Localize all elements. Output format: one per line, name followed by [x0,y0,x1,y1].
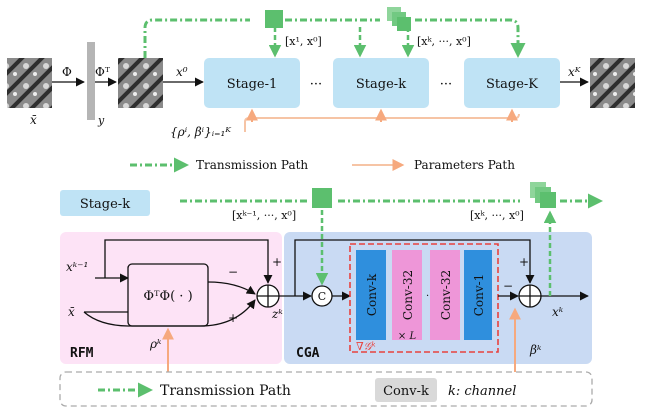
legend-conv-swatch [375,378,437,402]
beta-label: βᵏ [529,343,542,357]
phi-label: Φ [62,65,72,79]
cga-label: CGA [296,346,320,361]
legend-channel-text: k: channel [448,384,516,399]
stage-k-label: Stage-k [356,77,406,92]
rho-beta-label: {ρⁱ, βⁱ}ᵢ₌₁ᴷ [170,125,232,139]
plus-2: + [519,255,529,269]
next-feat-label: [xᵏ, ···, x⁰] [470,209,524,222]
concat-label: C [318,290,326,303]
stage-k-tag-label: Stage-k [80,197,130,212]
minus-1: − [228,265,238,279]
x-prev-label: xᵏ⁻¹ [66,260,88,274]
conv-32-label-b: Conv-32 [439,270,453,320]
conv-k-label: Conv-k [365,273,379,316]
xk-label: xᵏ [552,305,564,319]
bottom-feature-in [312,188,332,208]
conv-1-block [464,250,492,340]
minus-path [207,281,256,295]
bottom-legend-box [59,371,593,407]
conv-k-block [356,250,386,340]
minus-2: − [503,279,513,293]
z-label: zᵏ [271,307,283,321]
skip-path-cga [294,239,535,296]
legend-b-trans-text: Transmission Path [160,383,291,399]
skip-path-rfm [104,239,273,284]
gradient-box [349,243,499,353]
x0-label: x⁰ [176,65,188,79]
conv-1-label: Conv-1 [472,274,486,317]
conv-32-block-a [392,250,422,340]
x-bar-label: x̄ [30,113,37,127]
rfm-label: RFM [70,346,94,361]
measurement-bar [87,42,95,120]
plus-top: + [272,255,282,269]
xK-label: xᴷ [568,65,582,79]
conv-32-block-b [430,250,460,340]
x1x0-label: [x¹, x⁰] [285,35,322,48]
feature-stack-c [397,17,411,31]
prev-feat-label: [xᵏ⁻¹, ···, x⁰] [232,209,296,222]
stage-K-box [464,58,560,108]
trans-path-top-1 [143,18,250,58]
bottom-stack-c [540,192,556,208]
plus-1: + [228,311,238,325]
trans-path-top-3 [415,18,526,58]
conv-32-label-a: Conv-32 [401,270,415,320]
stage-k-box [333,58,429,108]
xkx0-label: [xᵏ, ···, x⁰] [417,35,471,48]
feature-block-1 [265,10,283,28]
phi-t-label: Φᵀ [95,65,110,79]
legend-trans-text: Transmission Path [196,158,308,172]
input-image [7,58,52,108]
phi-phi-label: ΦᵀΦ( · ) [143,289,192,304]
dots-2: ··· [440,77,452,92]
init-image [118,58,163,108]
stage-k-tag [60,190,150,216]
stage-1-label: Stage-1 [227,77,278,92]
rho-label: ρᵏ [149,337,162,351]
legend-param-text: Parameters Path [414,158,515,172]
dots-1: ··· [310,77,322,92]
legend-conv-text: Conv-k [383,384,429,399]
times-L-label: × L [398,331,417,342]
stage-K-label: Stage-K [486,77,538,92]
nabla-g-label: ∇𝒢ᵏ [356,340,376,353]
stage-1-box [204,58,300,108]
x-bar-bottom-label: x̄ [68,305,75,319]
plus-path [83,299,256,327]
output-image [590,58,635,108]
y-label: y [97,114,105,127]
